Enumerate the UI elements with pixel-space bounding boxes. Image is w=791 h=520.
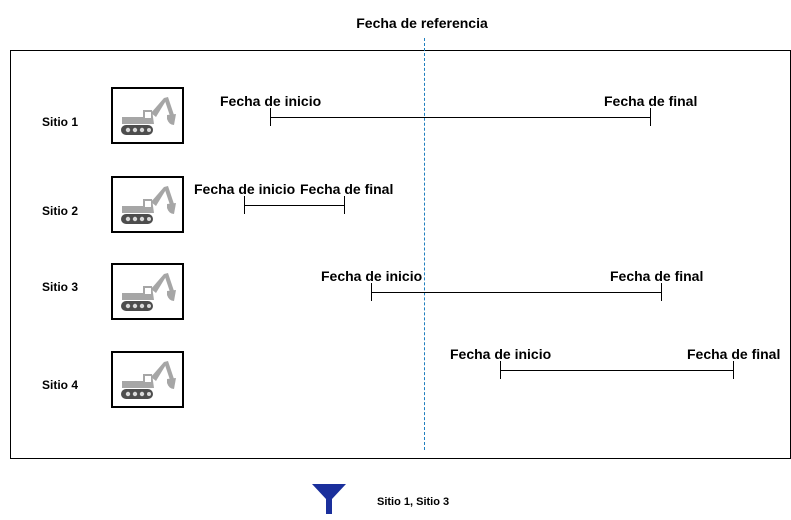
site-3-start-tick — [371, 283, 372, 301]
excavator-icon — [111, 176, 184, 233]
reference-date-line — [424, 38, 425, 450]
site-1-end-tick — [650, 108, 651, 126]
excavator-icon — [111, 87, 184, 144]
site-4-start-label: Fecha de inicio — [450, 346, 552, 362]
site-4-label: Sitio 4 — [42, 378, 79, 392]
site-2-end-label: Fecha de final — [300, 181, 394, 197]
site-4-end-label: Fecha de final — [687, 346, 781, 362]
site-2-end-tick — [344, 196, 345, 214]
filter-icon — [311, 483, 347, 520]
site-2-timeline — [244, 205, 345, 206]
site-3-end-tick — [661, 283, 662, 301]
site-3-timeline — [371, 292, 662, 293]
site-1-label: Sitio 1 — [42, 115, 79, 129]
site-1-timeline — [270, 117, 651, 118]
excavator-icon — [111, 263, 184, 320]
site-3-label: Sitio 3 — [42, 280, 79, 294]
site-4-end-tick — [733, 361, 734, 379]
site-2-start-label: Fecha de inicio — [194, 181, 296, 197]
site-2-start-tick — [244, 196, 245, 214]
site-4-start-tick — [500, 361, 501, 379]
site-3-end-label: Fecha de final — [610, 268, 704, 284]
reference-date-title: Fecha de referencia — [356, 15, 488, 31]
filter-result-text: Sitio 1, Sitio 3 — [377, 496, 450, 508]
site-1-start-label: Fecha de inicio — [220, 93, 322, 109]
site-1-start-tick — [270, 108, 271, 126]
site-4-timeline — [500, 370, 734, 371]
site-2-label: Sitio 2 — [42, 204, 79, 218]
excavator-icon — [111, 351, 184, 408]
site-3-start-label: Fecha de inicio — [321, 268, 423, 284]
site-1-end-label: Fecha de final — [604, 93, 698, 109]
